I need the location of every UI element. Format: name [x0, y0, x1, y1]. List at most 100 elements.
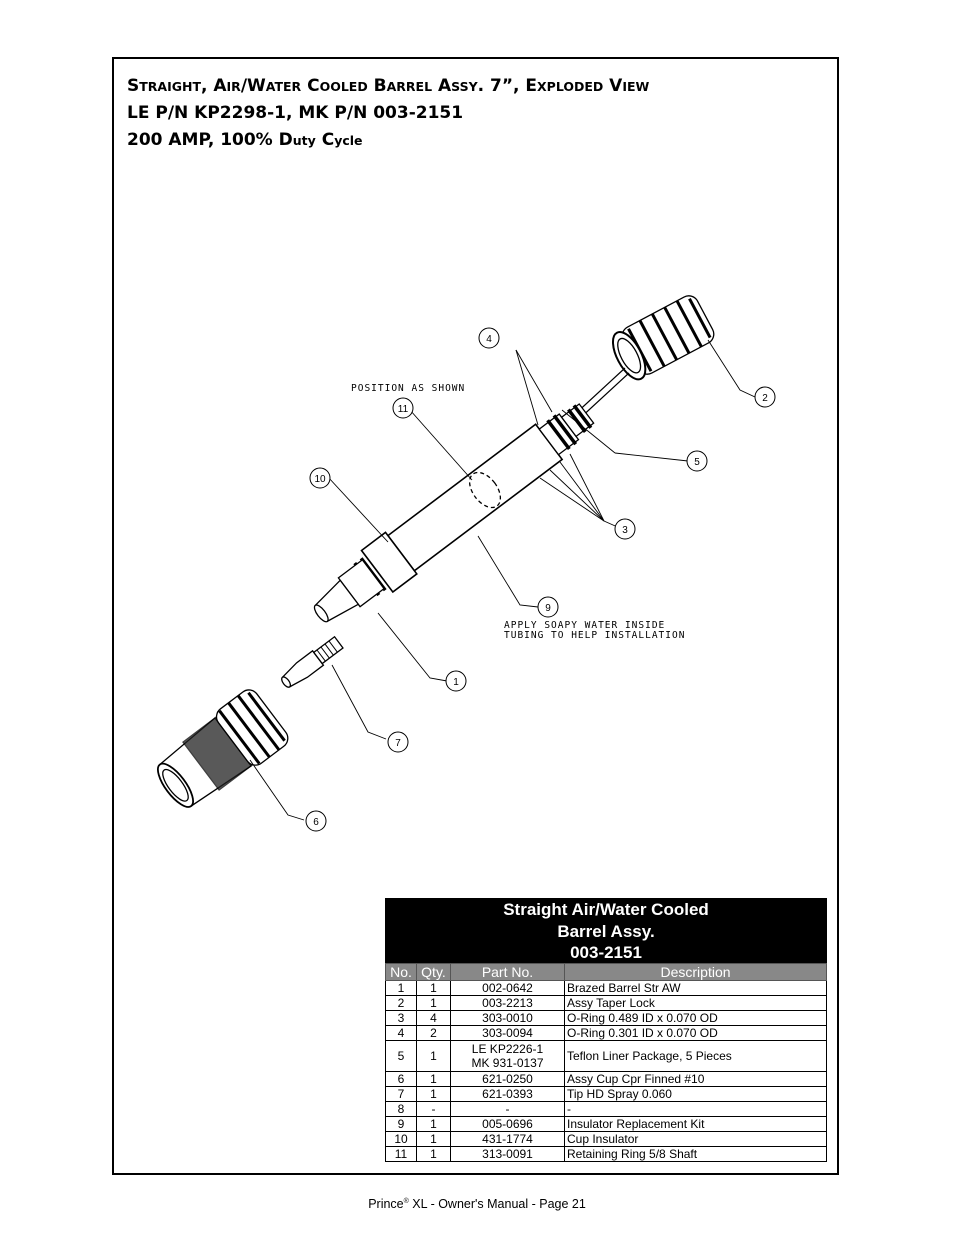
callout-6: 6 [313, 817, 319, 828]
title-small-caps: SSY [451, 79, 478, 94]
cell-qty: 1 [416, 1131, 451, 1147]
cell-no: 5 [385, 1040, 417, 1072]
cell-description: O-Ring 0.489 ID x 0.070 OD [564, 1010, 827, 1026]
title-line-3: 200 AMP, 100% Duty Cycle [127, 130, 363, 150]
cell-part-no: 005-0696 [450, 1116, 565, 1132]
title-small-caps: IR [226, 79, 241, 94]
title-line-1: STRAIGHT, AIR/WATER COOLED BARREL ASSY. … [127, 73, 649, 100]
cell-qty: 1 [416, 1040, 451, 1072]
page-border [112, 57, 839, 1175]
barrel-body [313, 403, 595, 623]
cell-no: 6 [385, 1071, 417, 1087]
title-cap: B [367, 76, 387, 96]
cell-qty: - [416, 1101, 451, 1117]
part-7-tip [281, 635, 344, 688]
cell-part-no: 303-0094 [450, 1025, 565, 1041]
cell-description: Assy Cup Cpr Finned #10 [564, 1071, 827, 1087]
cell-description: Teflon Liner Package, 5 Pieces [564, 1040, 827, 1072]
title-cap: C [301, 76, 320, 96]
callout-9: 9 [545, 603, 551, 614]
title-small-caps: IEW [622, 79, 650, 94]
exploded-view-diagram: 4 2 5 3 11 10 9 1 7 6 POSITION AS SHOWN … [140, 280, 830, 860]
cell-no: 1 [385, 980, 417, 996]
title-cap: S [127, 76, 140, 96]
callout-11: 11 [398, 404, 409, 415]
table-row: 8--- [385, 1101, 827, 1117]
title-cap: . 7”, E [477, 76, 538, 96]
title-cap: , A [200, 76, 227, 96]
cell-part-no: 621-0393 [450, 1086, 565, 1102]
cell-no: 4 [385, 1025, 417, 1041]
callout-5: 5 [694, 457, 700, 468]
callout-7: 7 [395, 738, 401, 749]
page-title: STRAIGHT, AIR/WATER COOLED BARREL ASSY. … [127, 73, 649, 154]
cell-no: 8 [385, 1101, 417, 1117]
parts-table-header-row: No. Qty. Part No. Description [385, 963, 827, 981]
page-footer: Prince® XL - Owner's Manual - Page 21 [368, 1197, 586, 1211]
callout-1: 1 [453, 677, 459, 688]
note-soapy-water-1: APPLY SOAPY WATER INSIDE [504, 620, 665, 631]
parts-list-heading: Straight Air/Water Cooled Barrel Assy. 0… [385, 898, 827, 963]
cell-part-no: 003-2213 [450, 995, 565, 1011]
cell-qty: 1 [416, 980, 451, 996]
cell-no: 10 [385, 1131, 417, 1147]
title-cap: /W [240, 76, 266, 96]
cell-qty: 1 [416, 1146, 451, 1162]
cell-part-no: 002-0642 [450, 980, 565, 996]
title-small-caps: TRAIGHT [139, 79, 201, 94]
cell-no: 11 [385, 1146, 417, 1162]
note-soapy-water-2: TUBING TO HELP INSTALLATION [504, 630, 685, 641]
cell-no: 3 [385, 1010, 417, 1026]
cell-no: 7 [385, 1086, 417, 1102]
title-cap: A [432, 76, 452, 96]
cell-description: Assy Taper Lock [564, 995, 827, 1011]
cell-no: 2 [385, 995, 417, 1011]
col-qty: Qty. [416, 963, 451, 981]
cell-part-no: 303-0010 [450, 1010, 565, 1026]
title-cap: V [603, 76, 623, 96]
cell-description: - [564, 1101, 827, 1117]
cell-qty: 1 [416, 1116, 451, 1132]
title-small-caps: OOLED [319, 79, 368, 94]
col-description: Description [564, 963, 827, 981]
title-line-2: LE P/N KP2298-1, MK P/N 003-2151 [127, 103, 464, 123]
note-position-as-shown: POSITION AS SHOWN [351, 383, 465, 394]
title-small-caps: XPLODED [537, 79, 604, 94]
cell-description: Tip HD Spray 0.060 [564, 1086, 827, 1102]
cell-qty: 1 [416, 1071, 451, 1087]
parts-list: Straight Air/Water Cooled Barrel Assy. 0… [385, 898, 827, 1162]
cell-no: 9 [385, 1116, 417, 1132]
cell-part-no: 621-0250 [450, 1071, 565, 1087]
part-2-taper-lock [611, 295, 715, 381]
col-part-no: Part No. [450, 963, 565, 981]
cell-part-no: 431-1774 [450, 1131, 565, 1147]
callout-2: 2 [762, 393, 768, 404]
title-small-caps: ARREL [386, 79, 433, 94]
part-6-cup [157, 689, 289, 808]
cell-qty: 4 [416, 1010, 451, 1026]
cell-description: Brazed Barrel Str AW [564, 980, 827, 996]
cell-description: Retaining Ring 5/8 Shaft [564, 1146, 827, 1162]
cell-qty: 2 [416, 1025, 451, 1041]
callout-4: 4 [486, 334, 492, 345]
cell-part-no: - [450, 1101, 565, 1117]
callout-3: 3 [622, 525, 628, 536]
cell-description: O-Ring 0.301 ID x 0.070 OD [564, 1025, 827, 1041]
col-no: No. [385, 963, 417, 981]
cell-qty: 1 [416, 1086, 451, 1102]
title-small-caps: ATER [265, 79, 302, 94]
cell-part-no: 313-0091 [450, 1146, 565, 1162]
cell-description: Cup Insulator [564, 1131, 827, 1147]
cell-qty: 1 [416, 995, 451, 1011]
